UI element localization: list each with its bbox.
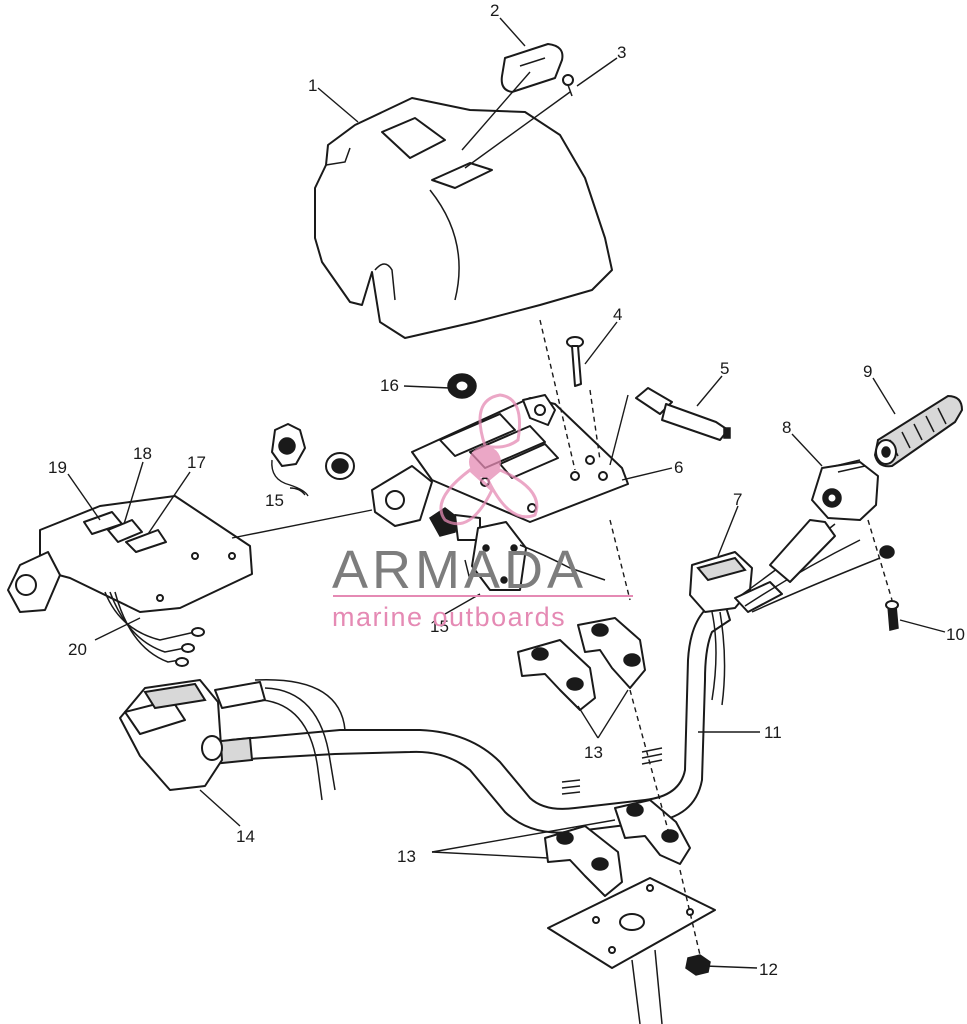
lower-clamps [544, 799, 691, 897]
bracket-bolt [566, 336, 584, 387]
callout-15-left: 15 [265, 491, 284, 510]
handlebar [211, 603, 731, 834]
callout-17: 17 [187, 453, 206, 472]
throttle-housing [119, 678, 346, 801]
cover-pad [500, 43, 564, 93]
switch-housing [769, 459, 879, 583]
callout-13-lower: 13 [397, 847, 416, 866]
callout-15-center: 15 [430, 617, 449, 636]
upper-clamps [517, 617, 646, 711]
leader-lines [67, 17, 946, 969]
callout-4: 4 [613, 305, 622, 324]
watermark-title: ARMADA [332, 540, 587, 600]
callout-labels: 1 2 3 4 5 6 7 8 9 10 11 12 13 13 14 15 1… [48, 1, 965, 979]
callout-11: 11 [764, 723, 782, 742]
switch-panel [7, 495, 253, 613]
ignition-parts-left [271, 423, 355, 480]
wire-harness [104, 591, 205, 667]
callout-14: 14 [236, 827, 255, 846]
steering-plate [547, 877, 716, 1024]
callout-10: 10 [946, 625, 965, 644]
cover-screw [562, 74, 574, 97]
ignition-switch [429, 507, 606, 591]
plate-nut [685, 954, 711, 976]
callout-6: 6 [674, 458, 683, 477]
watermark-subtitle: marine outboards [332, 602, 566, 632]
watermark-logo-mark [439, 393, 539, 526]
callout-9: 9 [863, 362, 872, 381]
handlebar-cover [314, 97, 613, 339]
callout-2: 2 [490, 1, 499, 20]
housing-screw [885, 600, 899, 631]
callout-13-upper: 13 [584, 743, 603, 762]
watermark-rule [333, 595, 633, 597]
callout-1: 1 [308, 76, 317, 95]
callout-16: 16 [380, 376, 399, 395]
callout-19: 19 [48, 458, 67, 477]
callout-5: 5 [720, 359, 729, 378]
callout-20: 20 [68, 640, 87, 659]
assembly-lines [231, 319, 893, 956]
callout-3: 3 [617, 43, 626, 62]
callout-7: 7 [733, 490, 742, 509]
callout-18: 18 [133, 444, 152, 463]
callout-8: 8 [782, 418, 791, 437]
kill-switch [635, 387, 731, 441]
nut-16 [447, 373, 477, 399]
watermark: ARMADA marine outboards [332, 393, 633, 632]
callout-12: 12 [759, 960, 778, 979]
hand-grip [873, 394, 964, 468]
